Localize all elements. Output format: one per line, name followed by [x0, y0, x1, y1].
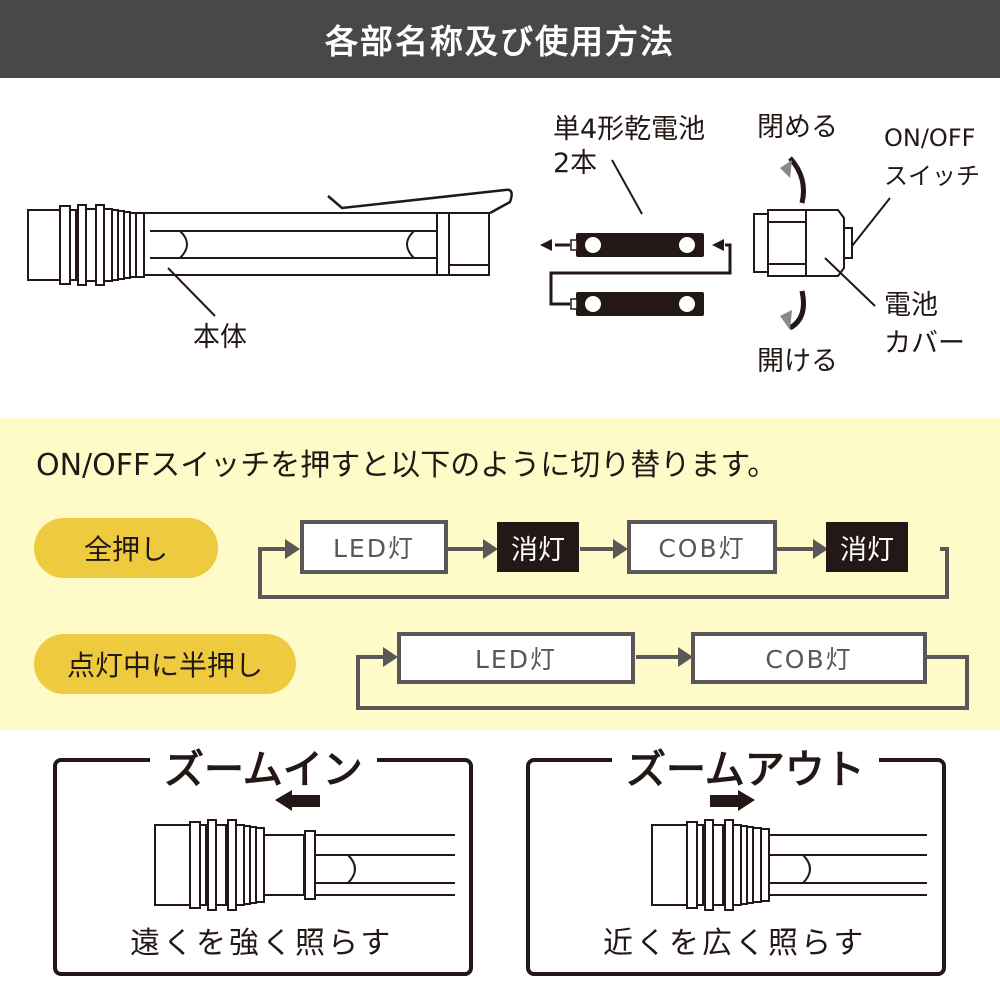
arrow-right-icon [710, 790, 755, 811]
full-press-step-cob: COB灯 [627, 520, 777, 574]
parts-diagram [27, 156, 891, 331]
half-press-pill: 点灯中に半押し [34, 634, 296, 694]
page-title: 各部名称及び使用方法 [325, 22, 675, 61]
half-press-step-led: LED灯 [397, 632, 635, 684]
body-label: 本体 [193, 322, 247, 353]
page-header: 各部名称及び使用方法 [0, 0, 1000, 78]
mode-flow-lines [258, 539, 969, 710]
zoom-out-drawing [651, 790, 927, 911]
mode-description: ON/OFFスイッチを押すと以下のように切り替ります。 [36, 448, 778, 483]
full-press-step-off-2: 消灯 [826, 522, 908, 572]
cover-label-2: カバー [884, 328, 965, 359]
full-press-step-off: 消灯 [497, 522, 579, 572]
zoom-in-caption: 遠くを強く照らす [130, 926, 394, 961]
zoom-out-caption: 近くを広く照らす [603, 926, 867, 961]
full-press-pill: 全押し [34, 518, 218, 578]
flashlight-body-drawing [27, 188, 513, 317]
close-label: 閉める [757, 112, 838, 143]
cover-label: 電池 [884, 290, 938, 321]
battery-diagram [540, 159, 732, 316]
open-label: 開ける [757, 346, 838, 377]
half-press-step-cob: COB灯 [691, 632, 927, 684]
battery-cover-drawing [753, 156, 891, 331]
zoom-in-title: ズームイン [150, 737, 377, 795]
switch-label: ON/OFF [884, 124, 976, 152]
zoom-out-title: ズームアウト [612, 737, 879, 795]
battery-label: 単4形乾電池 [553, 114, 706, 145]
arrow-left-icon [275, 790, 320, 811]
full-press-step-led: LED灯 [300, 520, 448, 574]
switch-label-2: スイッチ [884, 162, 980, 190]
zoom-in-drawing [154, 790, 455, 911]
battery-count-label: 2本 [553, 148, 598, 179]
